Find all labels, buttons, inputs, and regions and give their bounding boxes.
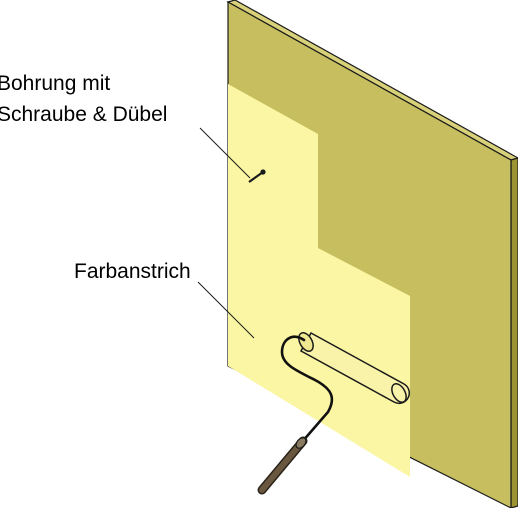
paint-roller-icon xyxy=(257,331,410,495)
drill-leader-line xyxy=(199,127,251,179)
drill-label-line1: Bohrung mit xyxy=(0,72,110,95)
paint-leader-line xyxy=(197,281,255,339)
roller-frame xyxy=(280,335,334,444)
roller-end-right xyxy=(391,383,407,403)
roller-cylinder xyxy=(299,331,410,405)
paint-label: Farbanstrich xyxy=(74,260,191,283)
drill-label-line2: Schraube & Dübel xyxy=(0,103,167,126)
screw-icon xyxy=(248,169,266,183)
board-side-edge xyxy=(510,157,518,509)
roller-end-left xyxy=(298,332,314,352)
handle-ferrule xyxy=(295,437,307,449)
